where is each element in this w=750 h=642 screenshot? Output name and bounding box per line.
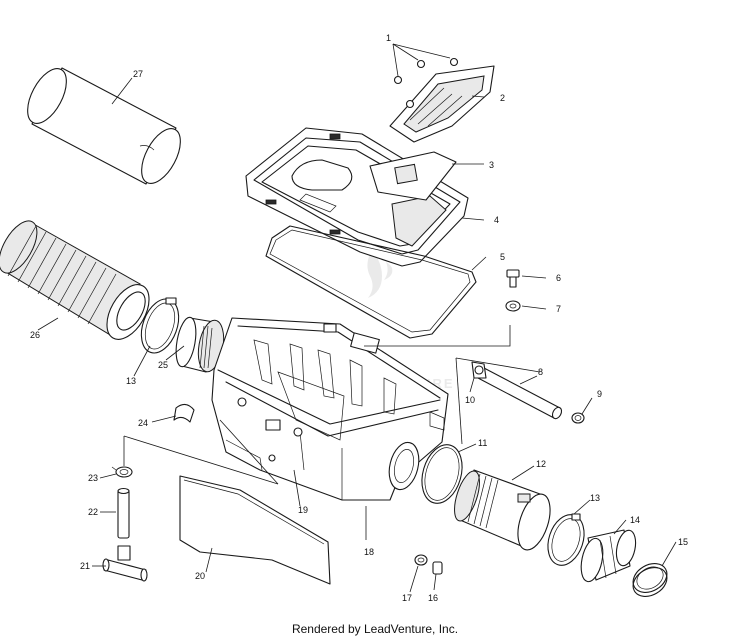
callout-27: 27 <box>133 69 143 79</box>
part-12-intake-duct <box>454 469 551 551</box>
callout-22: 22 <box>88 507 98 517</box>
callout-19: 19 <box>298 505 308 515</box>
part-20-shield-plate <box>179 475 331 585</box>
callout-9: 9 <box>597 389 602 399</box>
callout-21: 21 <box>80 561 90 571</box>
callout-17: 17 <box>402 593 412 603</box>
callout-7: 7 <box>556 304 561 314</box>
callout-20: 20 <box>195 571 205 581</box>
part-9-clip <box>571 412 585 424</box>
part-17-clip <box>414 554 428 566</box>
part-2-intake-cover <box>389 65 495 143</box>
callout-1: 1 <box>386 33 391 43</box>
part-16-drain-plug <box>432 561 443 575</box>
part-15-clamp <box>632 563 668 597</box>
part-3-plate <box>369 151 457 201</box>
callout-6: 6 <box>556 273 561 283</box>
part-1-screws <box>393 57 459 109</box>
part-24-clip <box>173 403 195 423</box>
callout-24: 24 <box>138 418 148 428</box>
footer-credit: Rendered by LeadVenture, Inc. <box>291 622 459 636</box>
callout-numbers: 1 2 3 4 5 6 7 8 9 10 11 12 13 14 15 16 1… <box>30 33 688 603</box>
callout-8: 8 <box>538 367 543 377</box>
callout-15: 15 <box>678 537 688 547</box>
callout-25: 25 <box>158 360 168 370</box>
callout-11: 11 <box>478 438 487 448</box>
part-23-clamp <box>111 466 133 478</box>
leader-lines <box>37 43 677 593</box>
callout-16: 16 <box>428 593 438 603</box>
part-14-intake-boot <box>580 529 637 583</box>
callout-2: 2 <box>500 93 505 103</box>
part-22-hose <box>117 487 130 539</box>
part-27-prefilter-sleeve <box>27 67 181 185</box>
callout-26: 26 <box>30 330 40 340</box>
part-8-tube <box>477 367 563 420</box>
part-6-bolt <box>506 269 520 288</box>
callout-13-right: 13 <box>590 493 600 503</box>
part-11-o-ring <box>421 444 463 504</box>
part-13-clamp-left <box>140 297 180 354</box>
callout-14: 14 <box>630 515 640 525</box>
part-26-filter-element <box>0 220 150 340</box>
callout-13-left: 13 <box>126 376 136 386</box>
callout-12: 12 <box>536 459 546 469</box>
callout-3: 3 <box>489 160 494 170</box>
part-21-t-fitting <box>102 545 148 582</box>
callout-23: 23 <box>88 473 98 483</box>
callout-5: 5 <box>500 252 505 262</box>
part-18-airbox-housing <box>211 317 449 501</box>
part-13-clamp-right <box>547 513 585 566</box>
callout-4: 4 <box>494 215 499 225</box>
callout-18: 18 <box>364 547 374 557</box>
callout-10: 10 <box>465 395 475 405</box>
part-10-fitting <box>471 361 487 379</box>
part-7-washer <box>505 300 521 312</box>
part-5-gasket <box>265 225 477 339</box>
